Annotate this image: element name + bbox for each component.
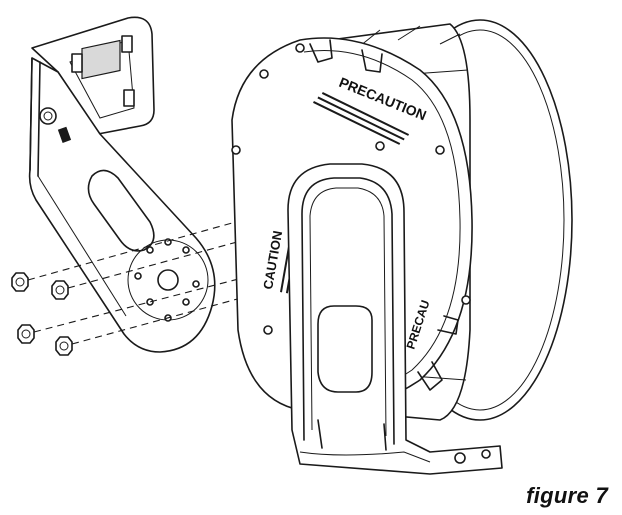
hex-nut-group bbox=[11, 272, 73, 356]
figure-caption: figure 7 bbox=[526, 483, 608, 508]
hex-nut-icon bbox=[17, 324, 35, 344]
wall-mount-bracket bbox=[28, 16, 216, 353]
hex-nut-icon bbox=[55, 336, 73, 356]
hex-nut-icon bbox=[11, 272, 29, 292]
reel-stand-base bbox=[287, 163, 503, 475]
hex-nut-icon bbox=[51, 280, 69, 300]
